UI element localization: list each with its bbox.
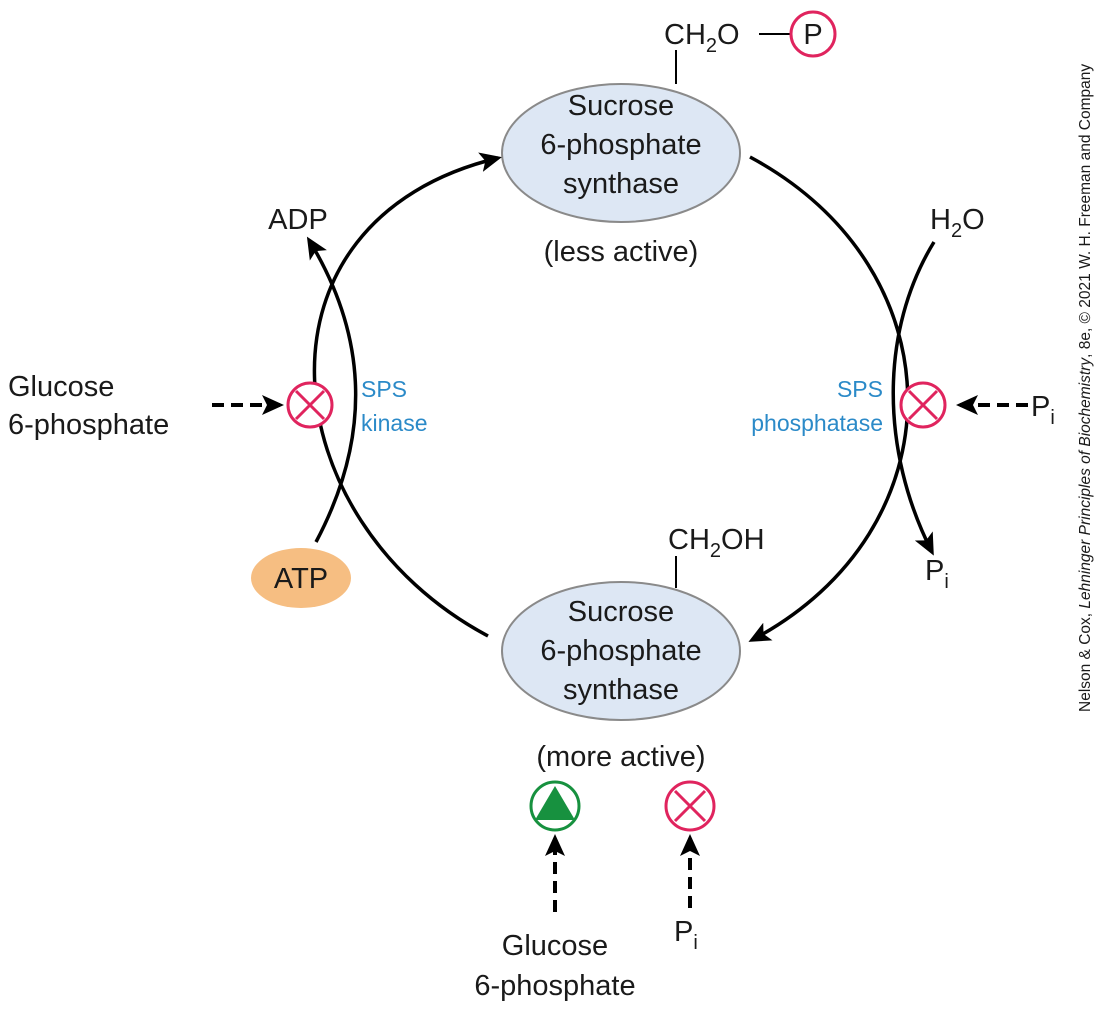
enzyme-top: Sucrose 6-phosphate synthase	[501, 83, 741, 223]
h2o-to-pi-arc	[891, 241, 936, 556]
credit-line: Nelson & Cox, Lehninger Principles of Bi…	[1077, 64, 1094, 712]
atp-oval	[251, 548, 351, 608]
group-top-prefix: CH	[664, 19, 706, 51]
activate-icon	[529, 780, 581, 832]
adp-label: ADP	[268, 204, 328, 236]
h2o-prefix: H	[930, 204, 951, 236]
group-bottom-prefix: CH	[668, 524, 710, 556]
group-bottom-suffix: OH	[721, 524, 765, 556]
enzyme-bottom-line2: 6-phosphate	[540, 635, 701, 667]
enzyme-top-line2: 6-phosphate	[540, 129, 701, 161]
credit-suffix: , 8e, © 2021 W. H. Freeman and Company	[1077, 64, 1094, 358]
phosphate-label: P	[803, 19, 822, 51]
atp-label: ATP	[274, 563, 328, 595]
svg-text:CH2O: CH2O	[664, 19, 740, 57]
atp-to-adp-arc	[306, 236, 358, 543]
kinase-label-line1: SPS	[361, 376, 407, 402]
pi-product-sub: i	[944, 571, 948, 593]
pi-right-sub: i	[1050, 407, 1054, 429]
g6p-bottom-line1: Glucose	[502, 930, 608, 962]
pi-bottom-main: P	[674, 916, 693, 948]
kinase-label-line2: kinase	[361, 410, 427, 436]
phosphatase-label-line1: SPS	[837, 376, 883, 402]
group-bottom-sub: 2	[710, 540, 721, 562]
svg-text:Pi: Pi	[674, 916, 698, 954]
pi-right-main: P	[1031, 391, 1050, 423]
phosphatase-arc	[748, 155, 910, 642]
h2o-sub: 2	[951, 220, 962, 242]
group-top-suffix: O	[717, 19, 740, 51]
inhibit-icon-bottom	[664, 780, 716, 832]
g6p-bottom-line2: 6-phosphate	[474, 970, 635, 1002]
group-top-sub: 2	[706, 35, 717, 57]
pi-bottom-sub: i	[693, 932, 697, 954]
enzyme-top-line1: Sucrose	[568, 90, 674, 122]
g6p-left-line2: 6-phosphate	[8, 409, 169, 441]
dephosphorylated-group: CH2OH	[668, 524, 765, 588]
credit-prefix: Nelson & Cox,	[1077, 609, 1094, 712]
svg-text:Pi: Pi	[1031, 391, 1055, 429]
enzyme-bottom-line3: synthase	[563, 674, 679, 706]
pi-product-main: P	[925, 555, 944, 587]
svg-text:CH2OH: CH2OH	[668, 524, 765, 562]
kinase-arc	[312, 152, 502, 638]
inhibit-icon-kinase	[286, 381, 334, 429]
enzyme-bottom: Sucrose 6-phosphate synthase	[501, 581, 741, 721]
phosphorylated-group: CH2O P	[664, 10, 837, 84]
svg-text:H2O: H2O	[930, 204, 985, 242]
h2o-suffix: O	[962, 204, 985, 236]
phosphate-circle	[789, 10, 837, 58]
inhibit-icon-phosphatase	[899, 381, 947, 429]
phosphatase-label-line2: phosphatase	[751, 410, 883, 436]
credit-title: Lehninger Principles of Biochemistry	[1077, 357, 1094, 609]
enzyme-bottom-state: (more active)	[536, 741, 705, 773]
enzyme-bottom-line1: Sucrose	[568, 596, 674, 628]
enzyme-top-line3: synthase	[563, 168, 679, 200]
svg-text:Pi: Pi	[925, 555, 949, 593]
g6p-left-line1: Glucose	[8, 371, 114, 403]
enzyme-top-state: (less active)	[544, 236, 699, 268]
